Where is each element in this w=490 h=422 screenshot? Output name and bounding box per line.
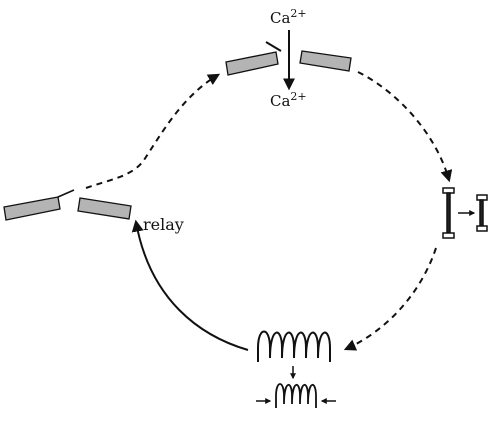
channel-gate-flap — [265, 41, 282, 52]
left-membrane-left-segment — [3, 196, 61, 221]
calcium-ion-label-bottom: Ca2+ — [270, 90, 307, 110]
calcium-ion-label-top: Ca2+ — [270, 7, 307, 27]
dashed-arrow-top-to-sarcomere — [357, 71, 453, 183]
dashed-arrow-left-to-top — [85, 73, 221, 189]
sarcomere-contracted-icon — [476, 194, 488, 232]
relay-arrow — [131, 219, 249, 351]
relay-label: relay — [143, 215, 184, 234]
top-membrane-right-segment — [299, 50, 352, 72]
sarcomere-contraction-icon — [442, 187, 488, 239]
left-membrane-right-segment — [77, 197, 132, 220]
top-membrane-channel — [225, 30, 352, 91]
sarcomere-relaxed-icon — [442, 187, 455, 239]
dashed-arrow-sarcomere-to-spring — [343, 247, 437, 351]
left-membrane-channel — [3, 189, 132, 221]
compressed-spring-icon — [275, 383, 317, 408]
left-channel-gate — [57, 189, 75, 198]
top-membrane-left-segment — [225, 51, 279, 76]
spring-icon — [257, 330, 331, 362]
